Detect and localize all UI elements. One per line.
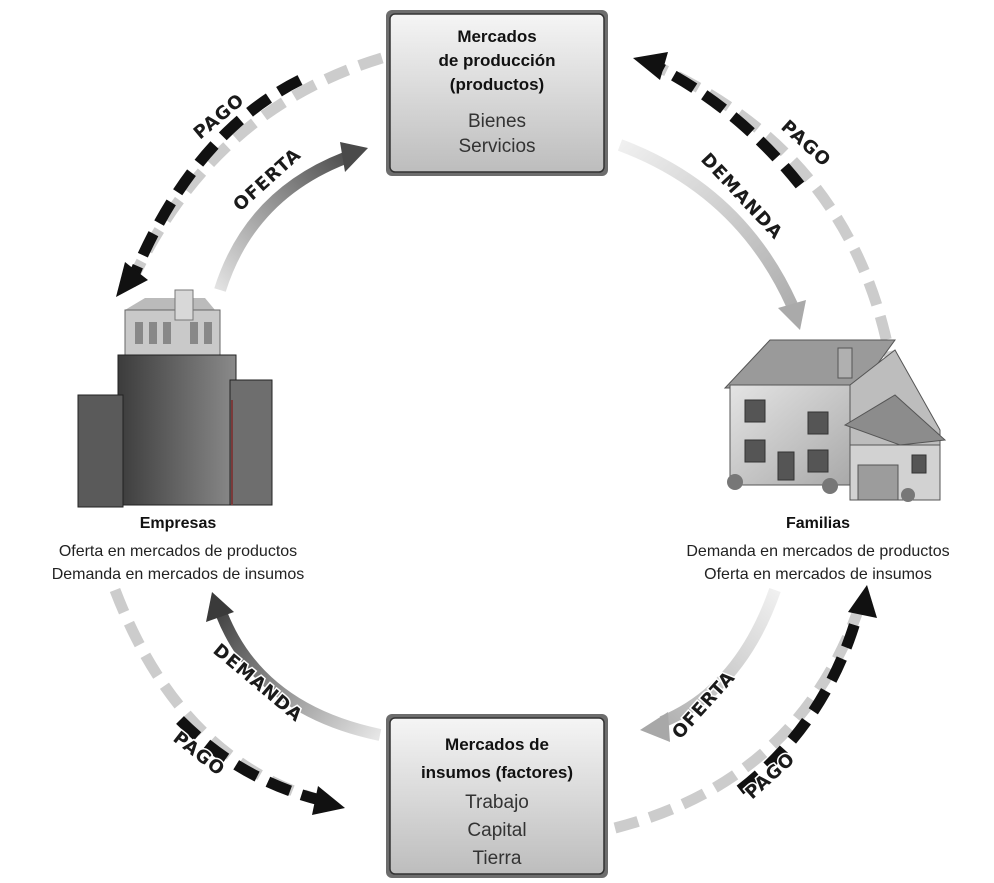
input-market-title-2: insumos (factores) (421, 763, 573, 782)
households-line-1: Demanda en mercados de productos (686, 543, 949, 560)
input-item-capital: Capital (467, 820, 526, 841)
pago-flow-top-left (116, 52, 384, 297)
firms-line-2: Demanda en mercados de insumos (52, 566, 305, 583)
product-market-title-2: de producción (438, 51, 555, 70)
product-market-title-1: Mercados (457, 27, 536, 46)
label-oferta-bottom-right: OFERTA (668, 667, 740, 743)
oferta-flow-top-left (214, 142, 368, 292)
households-line-2: Oferta en mercados de insumos (704, 566, 932, 583)
product-item-services: Servicios (458, 136, 535, 157)
households-caption: Familias Demanda en mercados de producto… (686, 515, 949, 583)
pago-flow-bottom-left (109, 588, 345, 815)
firms-line-1: Oferta en mercados de productos (59, 543, 297, 560)
input-item-land: Tierra (473, 848, 522, 869)
firms-caption: Empresas Oferta en mercados de productos… (52, 515, 305, 583)
demanda-flow-bottom-left (206, 592, 382, 741)
office-building-icon (77, 289, 273, 508)
pago-flow-top-right (633, 52, 899, 376)
product-market-box: Mercados de producción (productos) Biene… (386, 10, 608, 176)
input-market-box: Mercados de insumos (factores) Trabajo C… (386, 714, 608, 878)
pago-flow-bottom-right (613, 585, 877, 834)
input-item-labor: Trabajo (465, 792, 529, 813)
label-demanda-bottom-left: DEMANDA (209, 640, 307, 727)
house-icon (723, 339, 947, 502)
firms-name: Empresas (140, 515, 217, 532)
label-pago-top-right: PAGO (777, 116, 835, 171)
product-item-goods: Bienes (468, 111, 526, 132)
product-market-title-3: (productos) (450, 75, 544, 94)
households-name: Familias (786, 515, 850, 532)
oferta-flow-bottom-right (640, 588, 781, 742)
demanda-flow-top-right (617, 139, 806, 330)
input-market-title-1: Mercados de (445, 735, 549, 754)
